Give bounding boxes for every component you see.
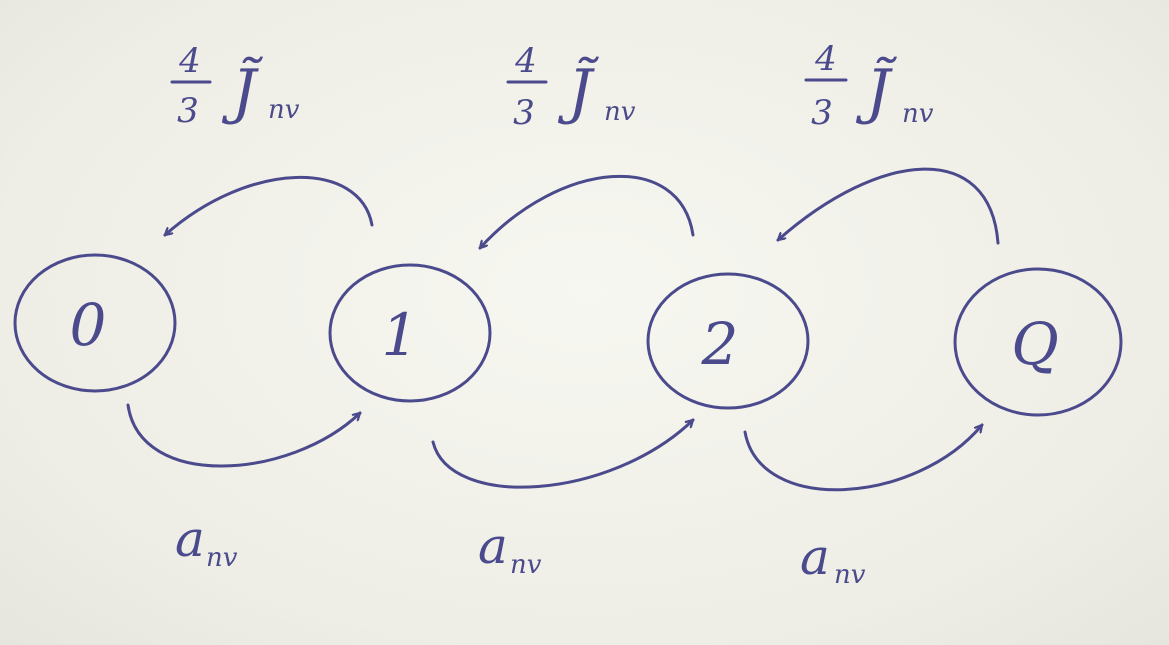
svg-text:3: 3: [811, 93, 833, 133]
svg-text:nv: nv: [268, 95, 300, 125]
backward-label-2: 4 3 J̃ nv: [506, 41, 636, 133]
forward-arrow-0-1: [126, 403, 360, 468]
svg-text:nv: nv: [902, 99, 934, 129]
node-2-label: 2: [701, 310, 739, 378]
node-1: 1: [328, 263, 492, 403]
svg-text:3: 3: [177, 91, 199, 131]
forward-label-2: a nv: [478, 517, 542, 580]
backward-arrow-2-1: [480, 174, 695, 248]
svg-text:J̃: J̃: [221, 56, 264, 127]
node-0-label: 0: [70, 291, 107, 359]
svg-text:a: a: [800, 528, 830, 586]
svg-text:4: 4: [814, 39, 837, 79]
svg-text:nv: nv: [206, 543, 238, 573]
forward-label-1: a nv: [175, 510, 238, 573]
node-q: Q: [953, 267, 1123, 417]
svg-text:nv: nv: [604, 97, 636, 127]
svg-text:J̃: J̃: [557, 56, 600, 127]
forward-arrow-1-2: [431, 420, 693, 489]
backward-label-1: 4 3 J̃ nv: [170, 41, 300, 131]
svg-text:J̃: J̃: [855, 56, 898, 127]
node-2: 2: [646, 272, 810, 410]
forward-label-3: a nv: [800, 528, 866, 590]
node-0: 0: [13, 253, 177, 393]
node-q-label: Q: [1011, 310, 1059, 378]
backward-arrow-1-0: [165, 176, 374, 235]
svg-text:a: a: [478, 517, 508, 575]
svg-text:3: 3: [513, 93, 535, 133]
node-1-label: 1: [382, 301, 419, 369]
svg-text:nv: nv: [510, 550, 542, 580]
svg-text:a: a: [175, 510, 205, 568]
backward-arrow-q-2: [778, 167, 1000, 245]
svg-text:nv: nv: [834, 560, 866, 590]
svg-text:4: 4: [178, 41, 201, 81]
svg-text:4: 4: [514, 41, 537, 81]
forward-arrow-2-q: [743, 425, 984, 492]
backward-label-3: 4 3 J̃ nv: [804, 39, 934, 133]
